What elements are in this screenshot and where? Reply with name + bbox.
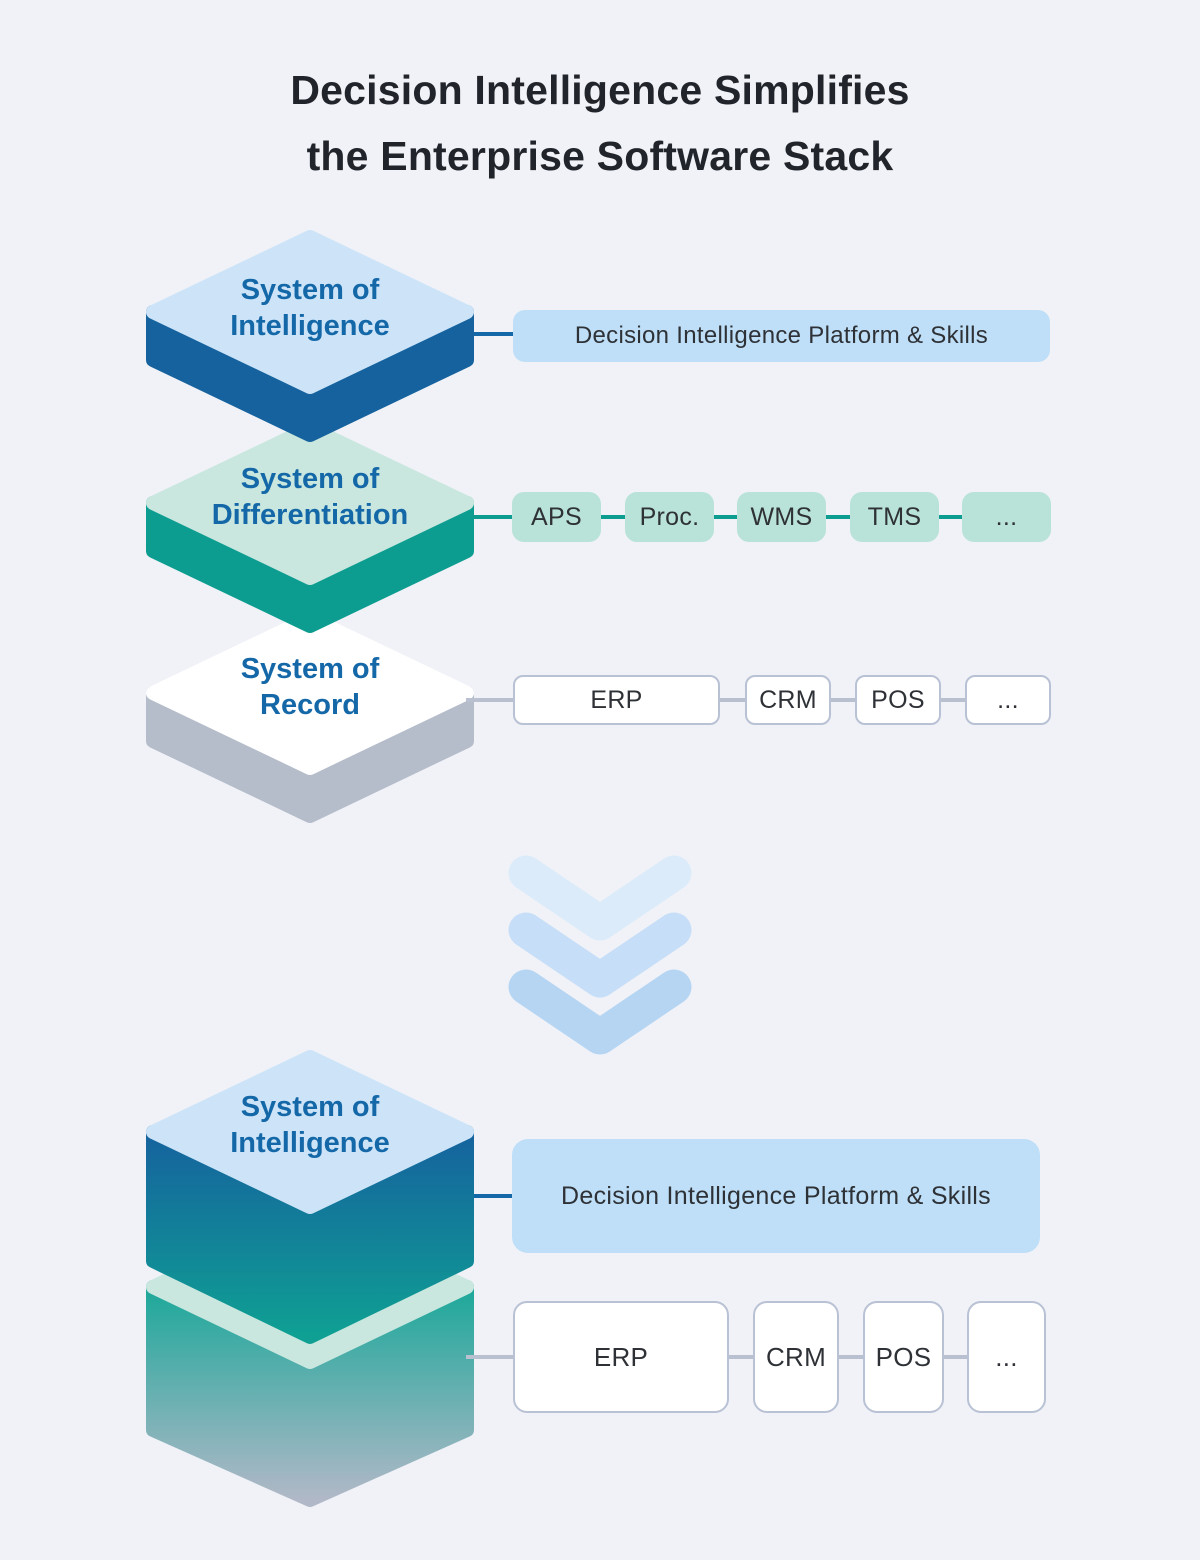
bottom-record-connector-line [466,1355,1000,1359]
record-box-more: ... [965,675,1051,725]
differentiation-slab-label: System of Differentiation [145,461,475,534]
page-title-line2: the Enterprise Software Stack [306,132,894,179]
consolidated-intelligence-layer [146,1050,474,1344]
record-label-line1: System of [240,653,380,685]
differentiation-label-line2: Differentiation [211,499,409,532]
record-connector-line [466,698,996,702]
differentiation-label-line1: System of [240,463,380,495]
system-of-record-slab [146,611,474,823]
app-box-more: ... [962,492,1051,542]
intelligence-label-line2: Intelligence [230,310,390,343]
record-slab-face [146,611,474,775]
intelligence-layer-face [146,1050,474,1214]
differentiation-slab-face [146,421,474,585]
bottom-intelligence-connector-line [466,1194,516,1198]
system-of-differentiation-slab [146,421,474,633]
bottom-record-box-more: ... [967,1301,1046,1413]
app-box-proc: Proc. [625,492,714,542]
app-box-tms: TMS [850,492,939,542]
bottom-intelligence-label: System of Intelligence [145,1089,475,1162]
system-of-intelligence-slab [146,230,474,442]
bottom-intelligence-label-line1: System of [240,1091,380,1123]
intelligence-connector-line [466,332,516,336]
triple-chevron-down-icon [508,855,692,1055]
intelligence-slab-label: System of Intelligence [145,272,475,345]
page-title-line1: Decision Intelligence Simplifies [290,67,910,113]
page-title: Decision Intelligence Simplifies the Ent… [0,58,1200,189]
bottom-record-box-erp: ERP [513,1301,729,1413]
bottom-platform-skills-box: Decision Intelligence Platform & Skills [512,1139,1040,1253]
differentiation-connector-line [466,515,986,519]
record-box-crm: CRM [745,675,831,725]
bottom-record-box-crm: CRM [753,1301,839,1413]
app-box-wms: WMS [737,492,826,542]
intelligence-slab-face [146,230,474,394]
intelligence-label-line1: System of [240,274,380,306]
platform-skills-box: Decision Intelligence Platform & Skills [513,310,1050,362]
app-box-aps: APS [512,492,601,542]
record-box-pos: POS [855,675,941,725]
bottom-intelligence-label-line2: Intelligence [230,1127,390,1160]
record-box-erp: ERP [513,675,720,725]
record-slab-label: System of Record [145,651,475,724]
record-label-line2: Record [260,689,360,722]
bottom-record-box-pos: POS [863,1301,944,1413]
